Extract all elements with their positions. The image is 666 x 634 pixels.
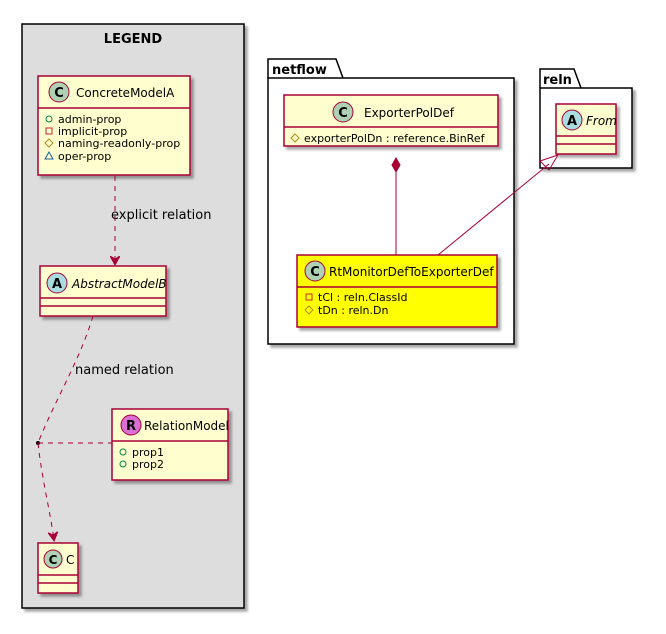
named-relation-edge — [37, 315, 94, 444]
relation-stereotype-icon — [120, 414, 142, 436]
stereotype-letter: A — [567, 114, 577, 129]
package-reln: reln A From — [539, 68, 633, 169]
class-abstract-model-b[interactable]: A AbstractModelB — [39, 265, 167, 317]
class-stereotype-icon — [304, 260, 326, 282]
class-box — [37, 542, 79, 594]
public-icon — [119, 448, 127, 456]
class-name: AbstractModelB — [71, 277, 167, 291]
class-prop: exporterPolDn : reference.BinRef — [304, 132, 486, 145]
generalization-edge — [437, 163, 550, 256]
class-name: From — [586, 114, 617, 128]
class-prop: prop2 — [132, 458, 164, 471]
class-prop: admin-prop — [58, 113, 121, 126]
public-icon — [45, 115, 53, 123]
class-name: RtMonitorDefToExporterDef — [329, 265, 494, 279]
stereotype-letter: C — [338, 106, 348, 121]
class-rt-monitor-def-to-exporter-def[interactable]: C RtMonitorDefToExporterDef tCl : reln.C… — [296, 254, 498, 328]
package-tab — [267, 58, 344, 79]
legend-group: LEGEND C ConcreteModelA admin-prop impli… — [21, 23, 245, 609]
stereotype-letter: C — [49, 553, 58, 567]
class-box — [296, 254, 498, 328]
private-icon — [45, 127, 53, 135]
protected-icon — [44, 138, 54, 148]
package-private-icon — [44, 150, 54, 160]
class-stereotype-icon — [332, 101, 354, 123]
explicit-relation-label: explicit relation — [111, 208, 211, 223]
class-concrete-model-a[interactable]: C ConcreteModelA admin-prop implicit-pro… — [37, 75, 191, 176]
class-relation-model[interactable]: R RelationModel prop1 prop2 — [111, 408, 229, 481]
class-prop: prop1 — [132, 446, 164, 459]
generalization-arrowhead — [539, 154, 560, 171]
named-relation-label: named relation — [75, 363, 174, 378]
public-icon — [119, 460, 127, 468]
stereotype-letter: C — [54, 86, 64, 101]
package-label: netflow — [272, 63, 327, 78]
protected-icon — [304, 305, 314, 315]
class-name: ConcreteModelA — [76, 86, 175, 100]
package-tab — [539, 68, 582, 89]
class-box — [283, 94, 499, 147]
class-prop: tDn : reln.Dn — [318, 304, 388, 317]
stereotype-letter: C — [310, 265, 320, 280]
relation-to-c-edge — [37, 442, 54, 540]
class-from[interactable]: A From — [555, 103, 617, 155]
class-name: RelationModel — [144, 419, 229, 433]
package-netflow: netflow C ExporterPolDef exporterPolDn :… — [267, 58, 515, 345]
package-label: reln — [543, 73, 572, 88]
private-icon — [305, 293, 313, 301]
class-prop: tCl : reln.ClassId — [318, 291, 408, 304]
protected-icon — [290, 133, 300, 143]
composition-diamond — [391, 156, 401, 174]
class-prop: naming-readonly-prop — [58, 137, 180, 150]
class-box — [555, 103, 617, 155]
abstract-stereotype-icon — [561, 109, 583, 131]
class-name: C — [66, 553, 74, 567]
class-c[interactable]: C C — [37, 542, 79, 594]
class-prop: implicit-prop — [58, 125, 127, 138]
class-exporter-pol-def[interactable]: C ExporterPolDef exporterPolDn : referen… — [283, 94, 499, 147]
class-name: ExporterPolDef — [364, 106, 455, 120]
stereotype-letter: A — [52, 277, 62, 292]
class-prop: oper-prop — [58, 150, 111, 163]
abstract-stereotype-icon — [46, 272, 68, 294]
class-stereotype-icon — [43, 549, 63, 569]
class-stereotype-icon — [48, 81, 70, 103]
legend-title: LEGEND — [104, 32, 163, 47]
stereotype-letter: R — [126, 419, 136, 434]
